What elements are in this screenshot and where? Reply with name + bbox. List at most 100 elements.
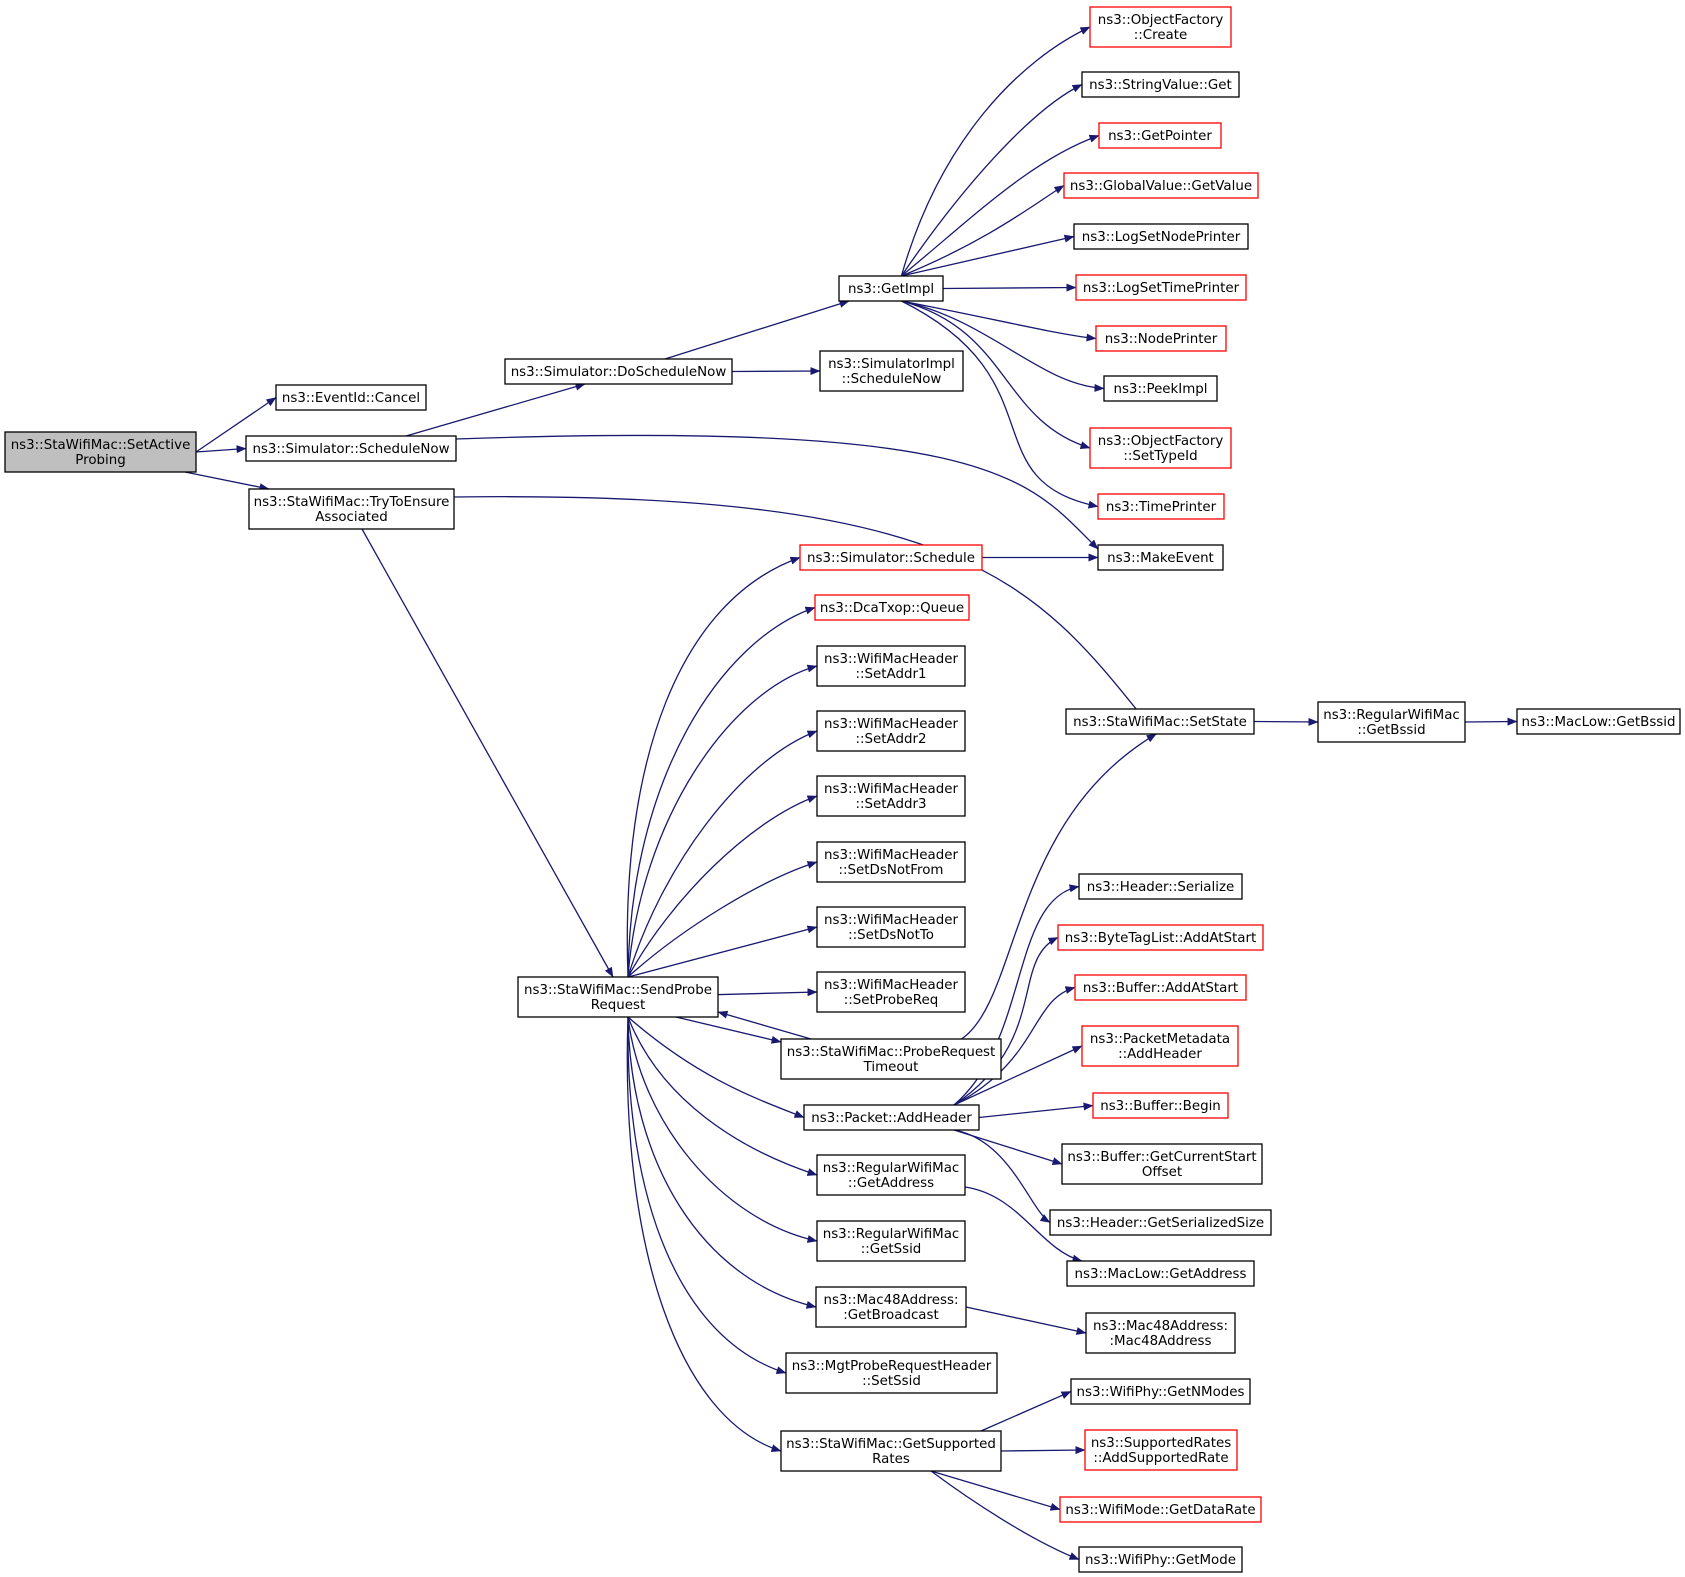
- node-box: [1063, 172, 1259, 199]
- node-label: ::GetBssid: [1357, 723, 1425, 738]
- node-getimpl[interactable]: ns3::GetImpl: [838, 275, 944, 302]
- node-wifimode-getdatarate[interactable]: ns3::WifiMode::GetDataRate: [1059, 1496, 1262, 1523]
- node-wifiphy-getnmodes[interactable]: ns3::WifiPhy::GetNModes: [1070, 1378, 1251, 1405]
- node-box: [1057, 924, 1264, 951]
- node-label: ns3::RegularWifiMac: [823, 1227, 960, 1242]
- node-setaddr1[interactable]: ns3::WifiMacHeader::SetAddr1: [816, 645, 966, 687]
- edge-regularwifimac-getbssid-to-maclow-getbssid: [1464, 717, 1518, 726]
- edge-simulator-schedulenow-to-simulator-doschedulenow: [405, 382, 586, 437]
- node-maclow-getbssid[interactable]: ns3::MacLow::GetBssid: [1516, 708, 1681, 735]
- node-packet-addheader[interactable]: ns3::Packet::AddHeader: [803, 1104, 980, 1131]
- node-box: [1070, 1378, 1251, 1405]
- node-label: ::SetAddr3: [856, 797, 927, 812]
- node-header-serialize[interactable]: ns3::Header::Serialize: [1078, 873, 1243, 900]
- node-box: [1065, 708, 1255, 735]
- node-globalvalue-getvalue[interactable]: ns3::GlobalValue::GetValue: [1063, 172, 1259, 199]
- node-box: [1092, 1092, 1229, 1119]
- node-label: :GetBroadcast: [843, 1308, 938, 1323]
- node-label: ns3::LogSetNodePrinter: [1082, 230, 1241, 245]
- node-label: ns3::SimulatorImpl: [828, 357, 955, 372]
- node-box: [816, 841, 966, 883]
- node-mac48address-mac48address[interactable]: ns3::Mac48Address::Mac48Address: [1085, 1312, 1236, 1354]
- node-setdsnotfrom[interactable]: ns3::WifiMacHeader::SetDsNotFrom: [816, 841, 966, 883]
- node-setaddr3[interactable]: ns3::WifiMacHeader::SetAddr3: [816, 775, 966, 817]
- node-dcatxop-queue[interactable]: ns3::DcaTxop::Queue: [814, 594, 970, 621]
- node-setprobereq[interactable]: ns3::WifiMacHeader::SetProbeReq: [816, 971, 966, 1013]
- edge-getsupportedrates-to-wifiphy-getmode: [930, 1470, 1080, 1561]
- node-stawifimac-setstate[interactable]: ns3::StaWifiMac::SetState: [1065, 708, 1255, 735]
- node-label: Offset: [1142, 1165, 1182, 1180]
- node-stringvalue-get[interactable]: ns3::StringValue::Get: [1081, 71, 1240, 98]
- node-label: ::SetDsNotTo: [848, 928, 934, 943]
- node-box: [816, 1220, 966, 1262]
- node-box: [1075, 274, 1247, 301]
- node-box: [1089, 427, 1232, 469]
- node-simulator-schedule[interactable]: ns3::Simulator::Schedule: [799, 544, 983, 571]
- node-logsettimeprinter[interactable]: ns3::LogSetTimePrinter: [1075, 274, 1247, 301]
- node-label: Timeout: [863, 1060, 919, 1075]
- node-header-getserializedsize[interactable]: ns3::Header::GetSerializedSize: [1049, 1209, 1272, 1236]
- node-setaddr2[interactable]: ns3::WifiMacHeader::SetAddr2: [816, 710, 966, 752]
- node-label: ::GetAddress: [848, 1176, 934, 1191]
- node-mgtproberequestheader-setssid[interactable]: ns3::MgtProbeRequestHeader::SetSsid: [785, 1352, 998, 1394]
- edge-trytoensureassociated-to-stawifimac-setstate: [453, 496, 1157, 735]
- edge-setactiveprobing-to-simulator-schedulenow: [195, 445, 247, 454]
- node-nodeprinter[interactable]: ns3::NodePrinter: [1095, 325, 1227, 352]
- node-box: [1103, 375, 1218, 402]
- node-simulator-doschedulenow[interactable]: ns3::Simulator::DoScheduleNow: [504, 358, 733, 385]
- node-eventid-cancel[interactable]: ns3::EventId::Cancel: [275, 384, 427, 411]
- node-getpointer[interactable]: ns3::GetPointer: [1098, 122, 1222, 149]
- node-packetmetadata-addheader[interactable]: ns3::PacketMetadata::AddHeader: [1081, 1025, 1239, 1067]
- node-label: ns3::Mac48Address:: [823, 1293, 958, 1308]
- node-regularwifimac-getssid[interactable]: ns3::RegularWifiMac::GetSsid: [816, 1220, 966, 1262]
- node-label: ns3::GetImpl: [848, 282, 934, 297]
- edge-sendproberequest-to-simulator-schedule: [626, 556, 801, 978]
- node-bytetaglist-addatstart[interactable]: ns3::ByteTagList::AddAtStart: [1057, 924, 1264, 951]
- node-label: ns3::RegularWifiMac: [823, 1161, 960, 1176]
- node-label: Associated: [315, 510, 388, 525]
- node-buffer-addatstart[interactable]: ns3::Buffer::AddAtStart: [1074, 974, 1247, 1001]
- node-box: [1095, 325, 1227, 352]
- node-box: [1066, 1260, 1255, 1287]
- node-setdsnotto[interactable]: ns3::WifiMacHeader::SetDsNotTo: [816, 906, 966, 948]
- node-label: ns3::DcaTxop::Queue: [820, 601, 964, 616]
- node-wifiphy-getmode[interactable]: ns3::WifiPhy::GetMode: [1078, 1546, 1243, 1573]
- edge-setactiveprobing-to-trytoensureassociated: [184, 471, 270, 492]
- edge-sendproberequest-to-setaddr1: [627, 664, 818, 978]
- node-mac48address-getbroadcast[interactable]: ns3::Mac48Address::GetBroadcast: [815, 1286, 967, 1328]
- node-objectfactory-settypeid[interactable]: ns3::ObjectFactory::SetTypeId: [1089, 427, 1232, 469]
- node-regularwifimac-getbssid[interactable]: ns3::RegularWifiMac::GetBssid: [1317, 701, 1466, 743]
- node-regularwifimac-getaddress[interactable]: ns3::RegularWifiMac::GetAddress: [816, 1154, 966, 1196]
- node-box: [1097, 493, 1225, 520]
- node-peekimpl[interactable]: ns3::PeekImpl: [1103, 375, 1218, 402]
- node-box: [803, 1104, 980, 1131]
- node-timeprinter[interactable]: ns3::TimePrinter: [1097, 493, 1225, 520]
- node-objectfactory-create[interactable]: ns3::ObjectFactory::Create: [1089, 6, 1232, 48]
- node-box: [815, 1286, 967, 1328]
- node-buffer-begin[interactable]: ns3::Buffer::Begin: [1092, 1092, 1229, 1119]
- node-maclow-getaddress[interactable]: ns3::MacLow::GetAddress: [1066, 1260, 1255, 1287]
- node-label: ns3::NodePrinter: [1105, 332, 1218, 347]
- node-simulatorimpl-schedulenow[interactable]: ns3::SimulatorImpl::ScheduleNow: [819, 350, 964, 392]
- node-simulator-schedulenow[interactable]: ns3::Simulator::ScheduleNow: [245, 435, 457, 462]
- node-label: ns3::Mac48Address:: [1093, 1319, 1228, 1334]
- node-logsetnodeprinter[interactable]: ns3::LogSetNodePrinter: [1073, 223, 1249, 250]
- node-box: [1081, 1025, 1239, 1067]
- node-label: ns3::LogSetTimePrinter: [1083, 281, 1240, 296]
- node-label: ns3::PeekImpl: [1113, 382, 1207, 397]
- node-label: ns3::Simulator::DoScheduleNow: [511, 365, 727, 380]
- node-label: ns3::WifiPhy::GetNModes: [1077, 1385, 1245, 1400]
- node-box: [838, 275, 944, 302]
- node-supportedrates-addsupportedrate[interactable]: ns3::SupportedRates::AddSupportedRate: [1084, 1429, 1238, 1471]
- edge-simulator-schedulenow-to-makeevent: [455, 434, 1099, 550]
- edge-getimpl-to-logsettimeprinter: [942, 283, 1077, 292]
- edge-sendproberequest-to-proberequesttimeout: [675, 1016, 782, 1044]
- node-makeevent[interactable]: ns3::MakeEvent: [1097, 544, 1224, 571]
